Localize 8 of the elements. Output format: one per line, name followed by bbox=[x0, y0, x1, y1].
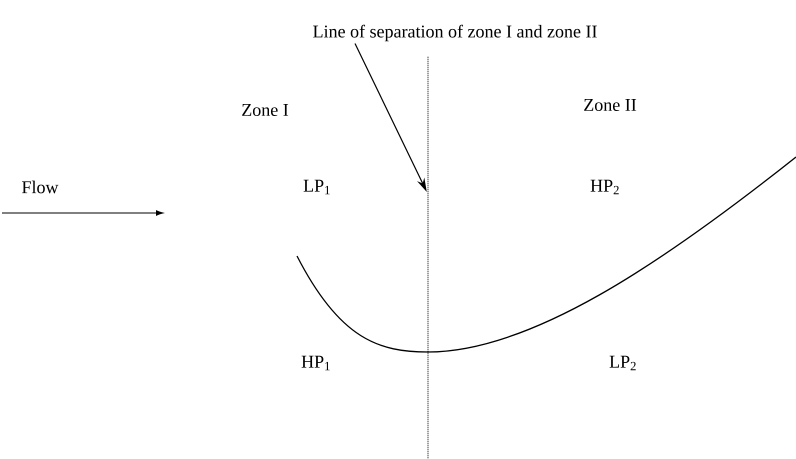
zone-label: LP$_{2}$ bbox=[610, 356, 636, 370]
zone-label: HP$_{1}$ bbox=[302, 356, 330, 370]
zone-label: Zone I bbox=[242, 104, 288, 116]
zone-label: Flow bbox=[22, 180, 58, 194]
zone-label: Zone II bbox=[584, 99, 636, 111]
title-text: Line of separation of zone I and zone II bbox=[313, 24, 597, 42]
zone-label: LP$_{1}$ bbox=[304, 180, 330, 194]
zone-label: HP$_{2}$ bbox=[590, 180, 619, 194]
